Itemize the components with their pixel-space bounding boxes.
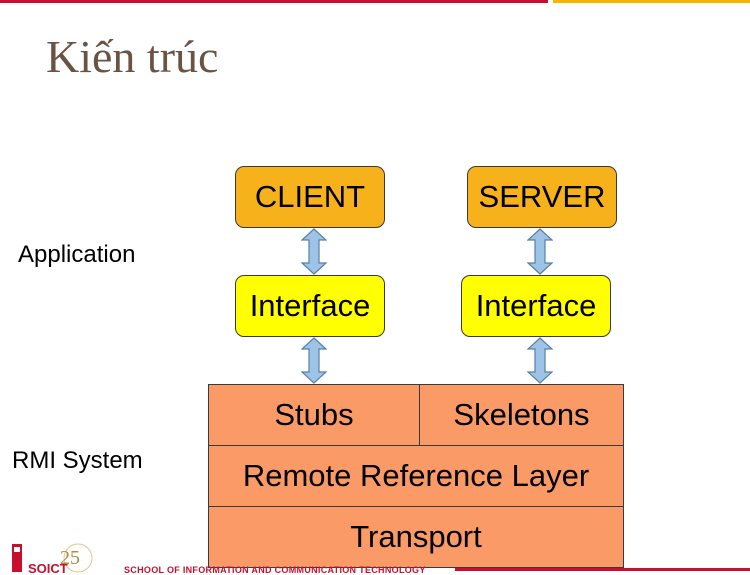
remote-reference-layer-box: Remote Reference Layer (208, 445, 624, 507)
client-interface-double-arrow (301, 228, 327, 275)
server-interface-double-arrow (527, 228, 553, 275)
remote-reference-layer-label: Remote Reference Layer (242, 458, 590, 493)
client-label: CLIENT (254, 179, 366, 214)
transport-label: Transport (350, 519, 482, 554)
soict-logo: 25 SOICT (12, 543, 93, 573)
slide-title: Kiến trúc (46, 31, 219, 82)
server-interface-box: Interface (461, 275, 611, 337)
footer-school-name: SCHOOL OF INFORMATION AND COMMUNICATION … (124, 565, 426, 575)
skeletons-box: Skeletons (419, 384, 624, 446)
transport-box: Transport (208, 506, 624, 568)
server-label: SERVER (478, 179, 606, 214)
client-box: CLIENT (235, 166, 385, 228)
application-label: Application (18, 241, 136, 268)
interface-stubs-double-arrow (301, 337, 327, 384)
server-box: SERVER (467, 166, 617, 228)
client-interface-box: Interface (235, 275, 385, 337)
client-interface-label: Interface (249, 288, 371, 323)
top-accent-bar-gold (553, 0, 750, 3)
interface-skeletons-double-arrow (527, 337, 553, 384)
logo-text: SOICT (28, 561, 68, 573)
stubs-box: Stubs (208, 384, 420, 446)
stubs-label: Stubs (274, 397, 354, 432)
skeletons-label: Skeletons (453, 397, 590, 432)
rmi-system-label: RMI System (12, 447, 143, 474)
footer-accent-line (455, 568, 750, 571)
server-interface-label: Interface (475, 288, 597, 323)
top-accent-bar-red (0, 0, 548, 3)
logo-number: 25 (60, 547, 80, 569)
